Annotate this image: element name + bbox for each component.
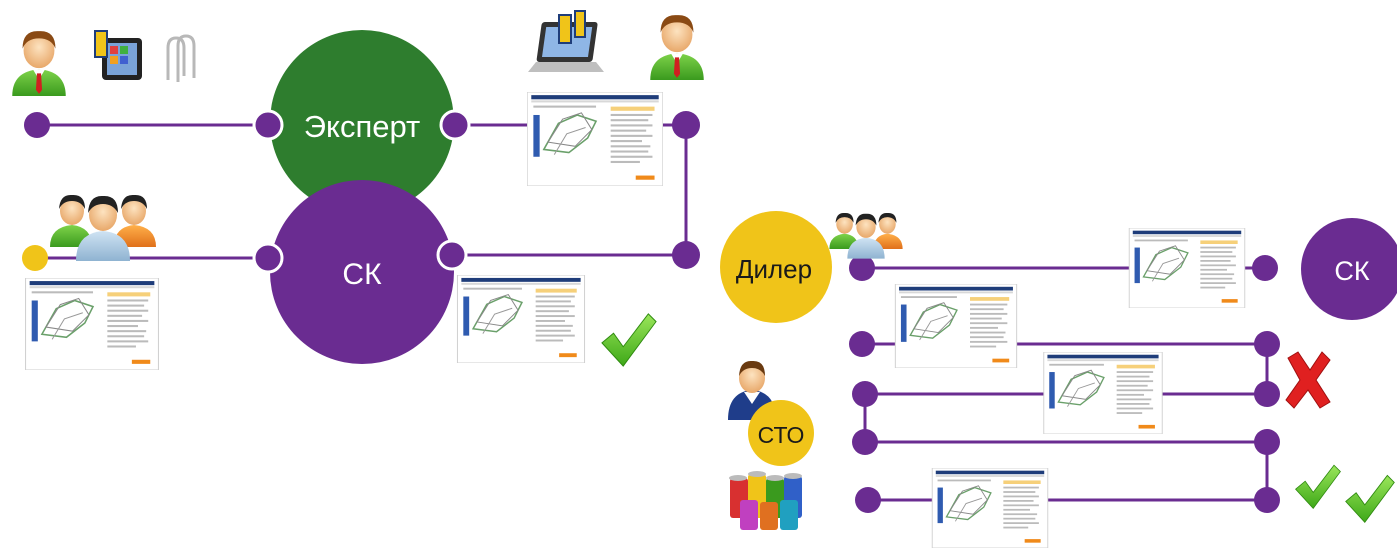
screenshot-thumbnail: [1043, 352, 1163, 434]
connector-dot: [1254, 331, 1280, 357]
expert-node: [270, 30, 454, 214]
checkmark-icon: [1295, 464, 1341, 509]
checkmark-icon: [1345, 475, 1395, 523]
sk-right-node: [1301, 218, 1397, 320]
connector-dot: [1254, 487, 1280, 513]
sk-left-label: СК: [342, 258, 382, 291]
screenshot-thumbnail: [24, 278, 160, 370]
start-dot: [22, 245, 48, 271]
sto-node: [748, 400, 814, 466]
connector-dot: [672, 111, 700, 139]
dat-laptop-icon: [528, 10, 604, 72]
screenshot-thumbnail: [1128, 228, 1246, 308]
connector-dot: [849, 331, 875, 357]
cross-icon: [1285, 351, 1331, 409]
checkmark-icon: [601, 313, 657, 367]
connector-dot: [252, 242, 284, 274]
dealer-label: Дилер: [736, 254, 812, 284]
connector-dot: [1252, 255, 1278, 281]
dat-tablet-icon: [94, 30, 142, 80]
connector-dot: [439, 109, 471, 141]
connector-dot: [252, 109, 284, 141]
group-icon: [829, 212, 903, 259]
right-dots: [849, 255, 1280, 513]
connector-dot: [1254, 381, 1280, 407]
dealer-node: [720, 211, 832, 323]
connector-dot: [852, 381, 878, 407]
connector-dot: [1254, 429, 1280, 455]
person-icon: [650, 15, 704, 80]
connector-dot: [24, 112, 50, 138]
group-icon: [50, 194, 156, 261]
connector-dot: [849, 255, 875, 281]
connector-dot: [436, 239, 468, 271]
paperclip-icon: [166, 34, 196, 82]
screenshot-thumbnail: [931, 468, 1049, 548]
connector-dot: [852, 429, 878, 455]
person-icon: [12, 31, 66, 96]
sto-label: СТО: [758, 422, 805, 448]
expert-label: Эксперт: [304, 109, 420, 144]
screenshot-thumbnail: [527, 92, 663, 186]
connector-dot: [672, 241, 700, 269]
connector-dot: [855, 487, 881, 513]
sk-left-node: [270, 180, 454, 364]
screenshot-thumbnail: [456, 275, 586, 363]
left-dots: [22, 109, 700, 274]
screenshot-thumbnail: [894, 284, 1018, 368]
sk-right-label: СК: [1334, 256, 1369, 286]
paint-cans-icon: [729, 471, 802, 530]
